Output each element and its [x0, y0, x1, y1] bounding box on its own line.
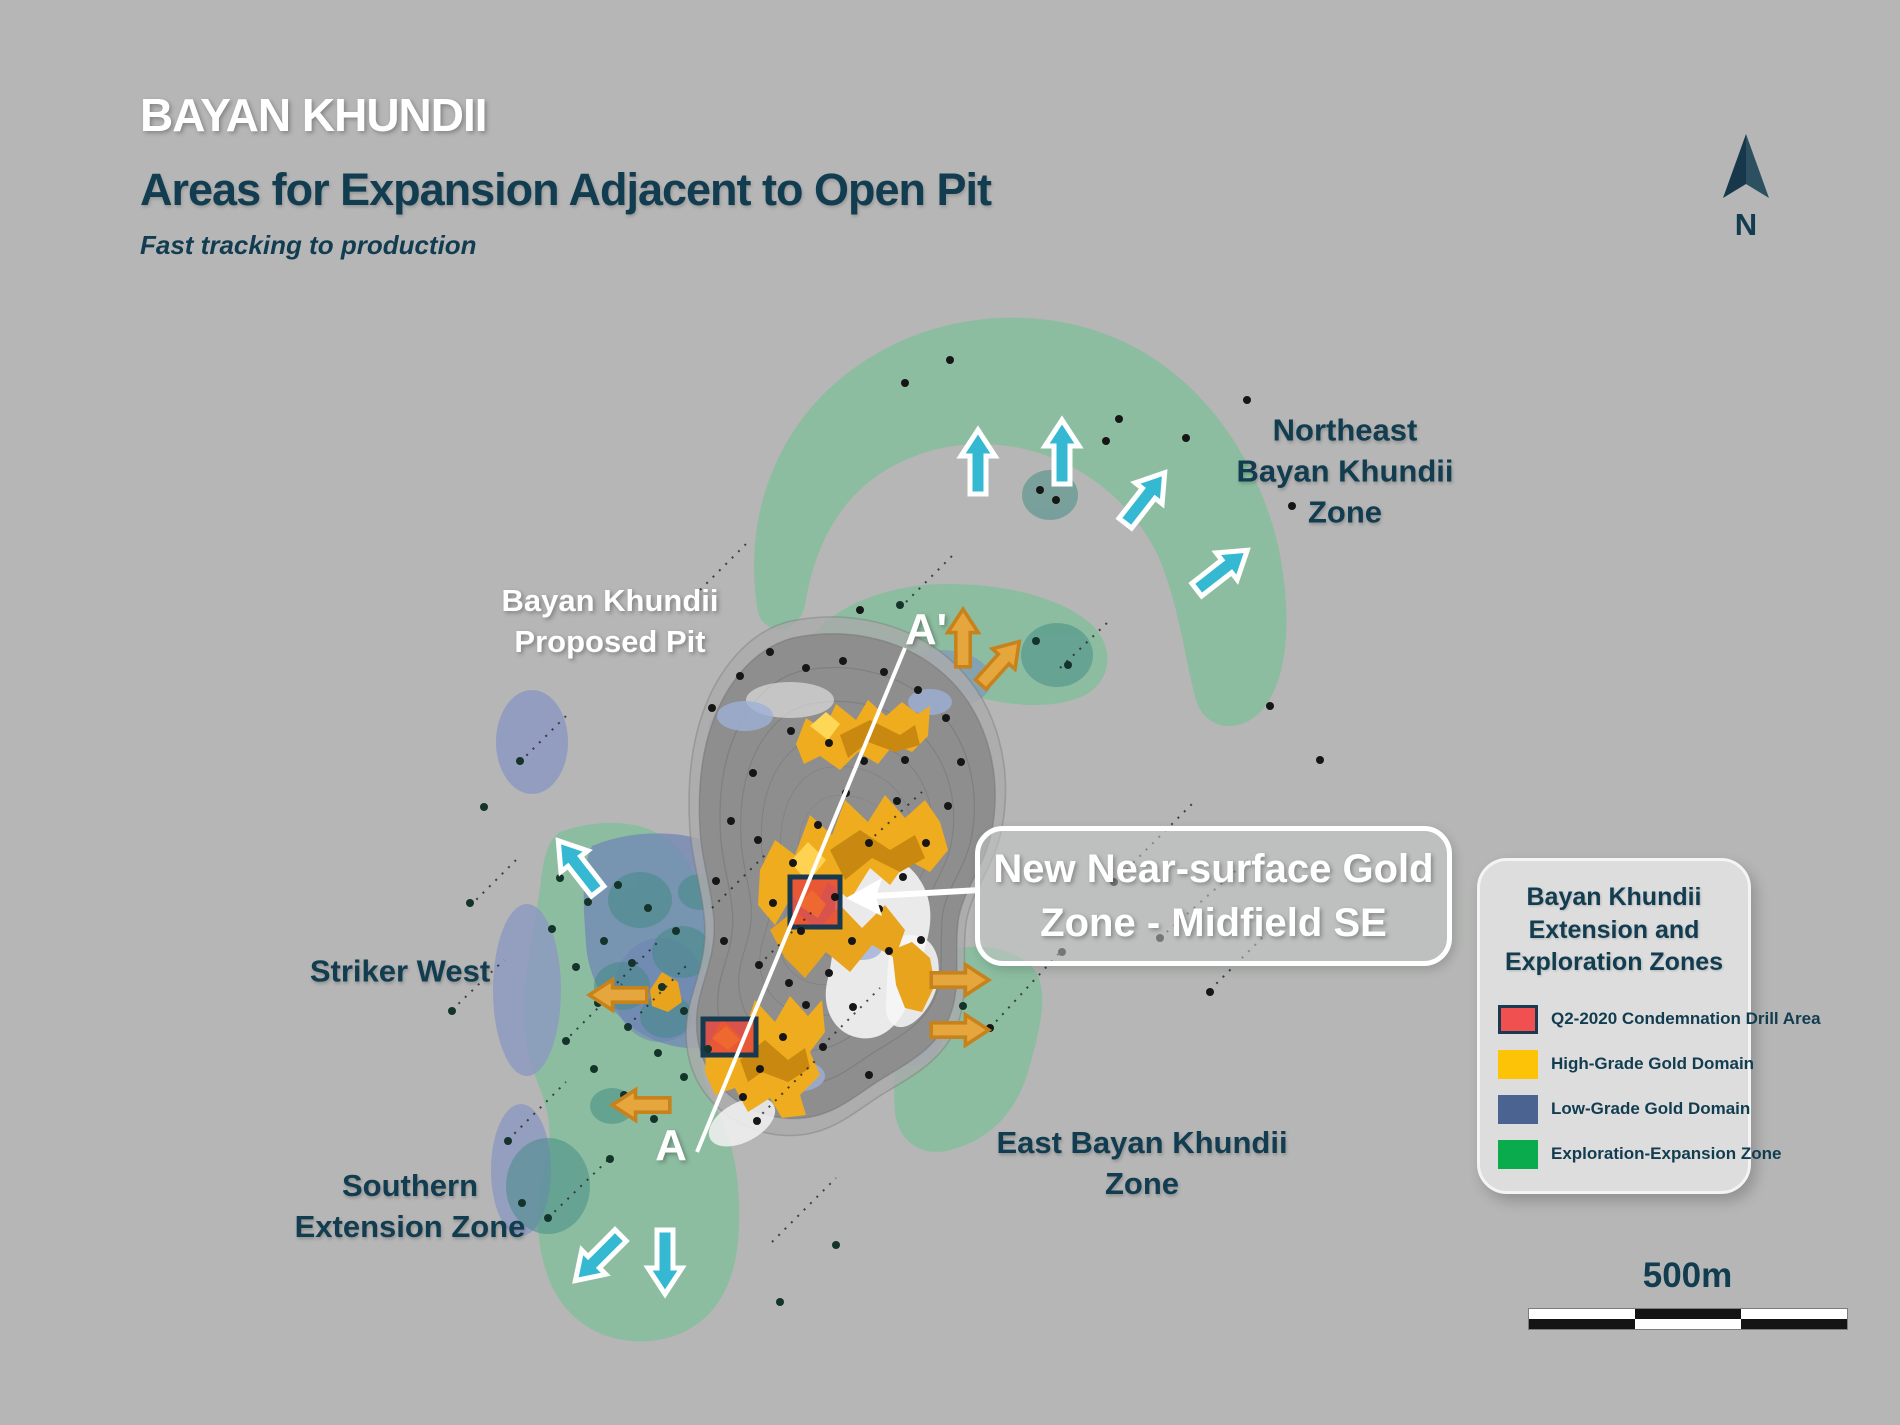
- page-title: Areas for Expansion Adjacent to Open Pit: [140, 164, 992, 215]
- header: BAYAN KHUNDII Areas for Expansion Adjace…: [140, 88, 992, 261]
- legend-swatch-1: [1498, 1004, 1538, 1034]
- legend-title: Bayan Khundii Extension and Exploration …: [1504, 883, 1724, 976]
- legend-item-label: Low-Grade Gold Domain: [1551, 1099, 1751, 1118]
- page-pretitle: BAYAN KHUNDII: [140, 89, 488, 141]
- scale-label: 500m: [1642, 1256, 1733, 1295]
- legend-item-label: Exploration-Expansion Zone: [1551, 1144, 1782, 1163]
- legend-item-3: Low-Grade Gold Domain: [1498, 1087, 1751, 1132]
- legend-item-label: Q2-2020 Condemnation Drill Area: [1551, 1009, 1821, 1028]
- legend-item-1: Q2-2020 Condemnation Drill Area: [1498, 997, 1821, 1042]
- section-line: [695, 647, 907, 1153]
- legend-item-label: High-Grade Gold Domain: [1551, 1054, 1755, 1073]
- legend-swatch-2: [1498, 1049, 1538, 1079]
- section-label-a: A: [655, 1120, 687, 1170]
- label-southern-extension-zone: Southern Extension Zone: [294, 1168, 526, 1244]
- scale-bar: 500m: [1528, 1256, 1848, 1330]
- north-indicator: N: [1706, 128, 1786, 243]
- north-arrow-icon: [1723, 134, 1769, 198]
- legend-swatch-4: [1498, 1139, 1538, 1169]
- section-label-a-prime: A': [904, 604, 948, 654]
- drill-collars-zones: [448, 601, 1072, 1306]
- callout-midfield-se: New Near-surface Gold Zone - Midfield SE: [975, 826, 1452, 966]
- callout-line1: New Near-surface Gold: [993, 847, 1434, 891]
- legend: Bayan Khundii Extension and Exploration …: [1477, 858, 1821, 1194]
- callout-line2: Zone - Midfield SE: [1040, 901, 1387, 945]
- label-east-zone: East Bayan Khundii Zone: [996, 1125, 1288, 1201]
- label-striker-west: Striker West: [309, 953, 491, 989]
- legend-item-2: High-Grade Gold Domain: [1498, 1042, 1754, 1087]
- label-proposed-pit: Bayan Khundii Proposed Pit: [501, 583, 719, 659]
- legend-item-4: Exploration-Expansion Zone: [1498, 1132, 1781, 1177]
- scale-bar-graphic: [1528, 1308, 1848, 1330]
- page-subtitle: Fast tracking to production: [140, 230, 477, 260]
- north-label: N: [1734, 207, 1758, 242]
- legend-swatch-3: [1498, 1094, 1538, 1124]
- callout-leader-arrow: [846, 878, 981, 916]
- label-northeast-zone: Northeast Bayan Khundii Zone: [1236, 412, 1454, 530]
